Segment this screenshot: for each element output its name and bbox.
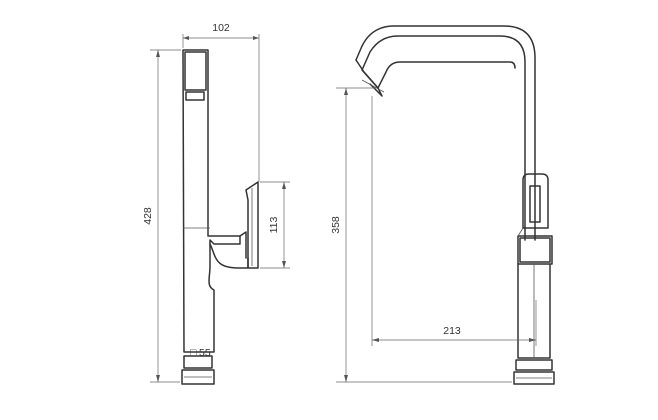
dimension-label-handle-height: 113 [268,216,280,233]
faucet-front-handle [517,173,549,237]
diameter-symbol-icon: □ [190,347,197,359]
side-view: 102 428 113 □ 55 [142,22,290,385]
dimension-spout-height: 358 [330,87,512,383]
dimension-label-total-height: 428 [142,207,154,225]
dimension-label-base: 55 [199,347,211,359]
front-view: 358 213 [330,25,555,385]
dimension-base-diameter: □ 55 [190,347,211,359]
faucet-front-body [517,235,553,359]
faucet-front-spout [355,25,536,241]
dimension-total-height: 428 [142,49,181,383]
faucet-side-base [181,355,215,385]
dimension-spout-reach: 213 [371,96,537,346]
faucet-front-base [513,359,555,385]
dimension-label-spout-reach: 213 [443,325,461,337]
dimension-label-spout-height: 358 [330,216,342,234]
dimension-label-width: 102 [212,22,230,34]
dimension-handle-height: 113 [260,181,290,269]
faucet-side-handle [239,181,259,269]
dimension-width-top: 102 [182,22,260,182]
faucet-side-body [182,49,249,353]
